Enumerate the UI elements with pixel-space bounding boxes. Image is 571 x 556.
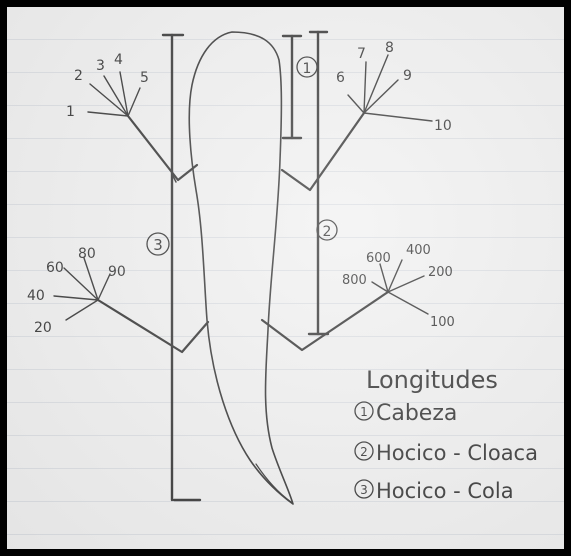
right-hand-toes [88,72,140,116]
digit-label-800: 800 [342,273,367,288]
hindlimb-right [98,300,208,352]
digit-label-10: 10 [434,118,452,134]
svg-text:2: 2 [360,445,368,459]
svg-text:3: 3 [360,483,368,497]
forelimb-left [282,113,364,190]
digit-label-6: 6 [336,70,345,86]
digit-label-1: 1 [66,104,75,120]
digit-label-3: 3 [96,58,105,74]
hindlimb-left [262,292,388,350]
digit-label-600: 600 [366,251,391,266]
legend-label-hocico-cola: Hocico - Cola [376,479,514,503]
digit-label-2: 2 [74,68,83,84]
digit-label-90: 90 [108,264,126,280]
measure-bar-hocico-cola [163,35,200,500]
legend-label-cabeza: Cabeza [376,401,457,426]
left-hand-toes [348,55,432,121]
legend-label-hocico-cloaca: Hocico - Cloaca [376,441,538,465]
digit-label-5: 5 [140,70,149,86]
digit-label-8: 8 [385,40,394,56]
legend-item-hocico-cola: 3 Hocico - Cola [355,479,514,503]
legend: Longitudes 1 Cabeza 2 Hocico - Cloaca 3 … [355,366,538,503]
digit-label-100: 100 [430,315,455,330]
digit-label-400: 400 [406,243,431,258]
svg-text:1: 1 [360,405,368,419]
digit-label-40: 40 [27,288,45,304]
svg-text:3: 3 [153,236,163,254]
lizard-diagram: 1 2 3 1 2 3 4 5 6 7 8 9 10 20 40 60 80 9… [7,7,564,549]
legend-title: Longitudes [366,366,498,394]
notebook-page: 1 2 3 1 2 3 4 5 6 7 8 9 10 20 40 60 80 9… [7,7,564,549]
left-foot-toes [372,260,428,314]
svg-text:2: 2 [323,224,332,240]
marker-hocico-cola: 3 [147,233,169,255]
digit-label-80: 80 [78,246,96,262]
lizard-body-outline [189,32,293,504]
marker-hocico-cloaca: 2 [317,220,337,240]
legend-item-hocico-cloaca: 2 Hocico - Cloaca [355,441,538,465]
marker-cabeza: 1 [297,57,317,77]
measure-bar-hocico-cloaca [309,32,328,334]
digit-label-200: 200 [428,265,453,280]
digit-label-9: 9 [403,68,412,84]
measure-bar-cabeza [283,36,301,138]
svg-text:1: 1 [303,61,312,77]
digit-label-4: 4 [114,52,123,68]
digit-label-60: 60 [46,260,64,276]
forelimb-right [128,116,197,180]
digit-label-7: 7 [357,46,366,62]
legend-item-cabeza: 1 Cabeza [355,401,457,426]
digit-label-20: 20 [34,320,52,336]
